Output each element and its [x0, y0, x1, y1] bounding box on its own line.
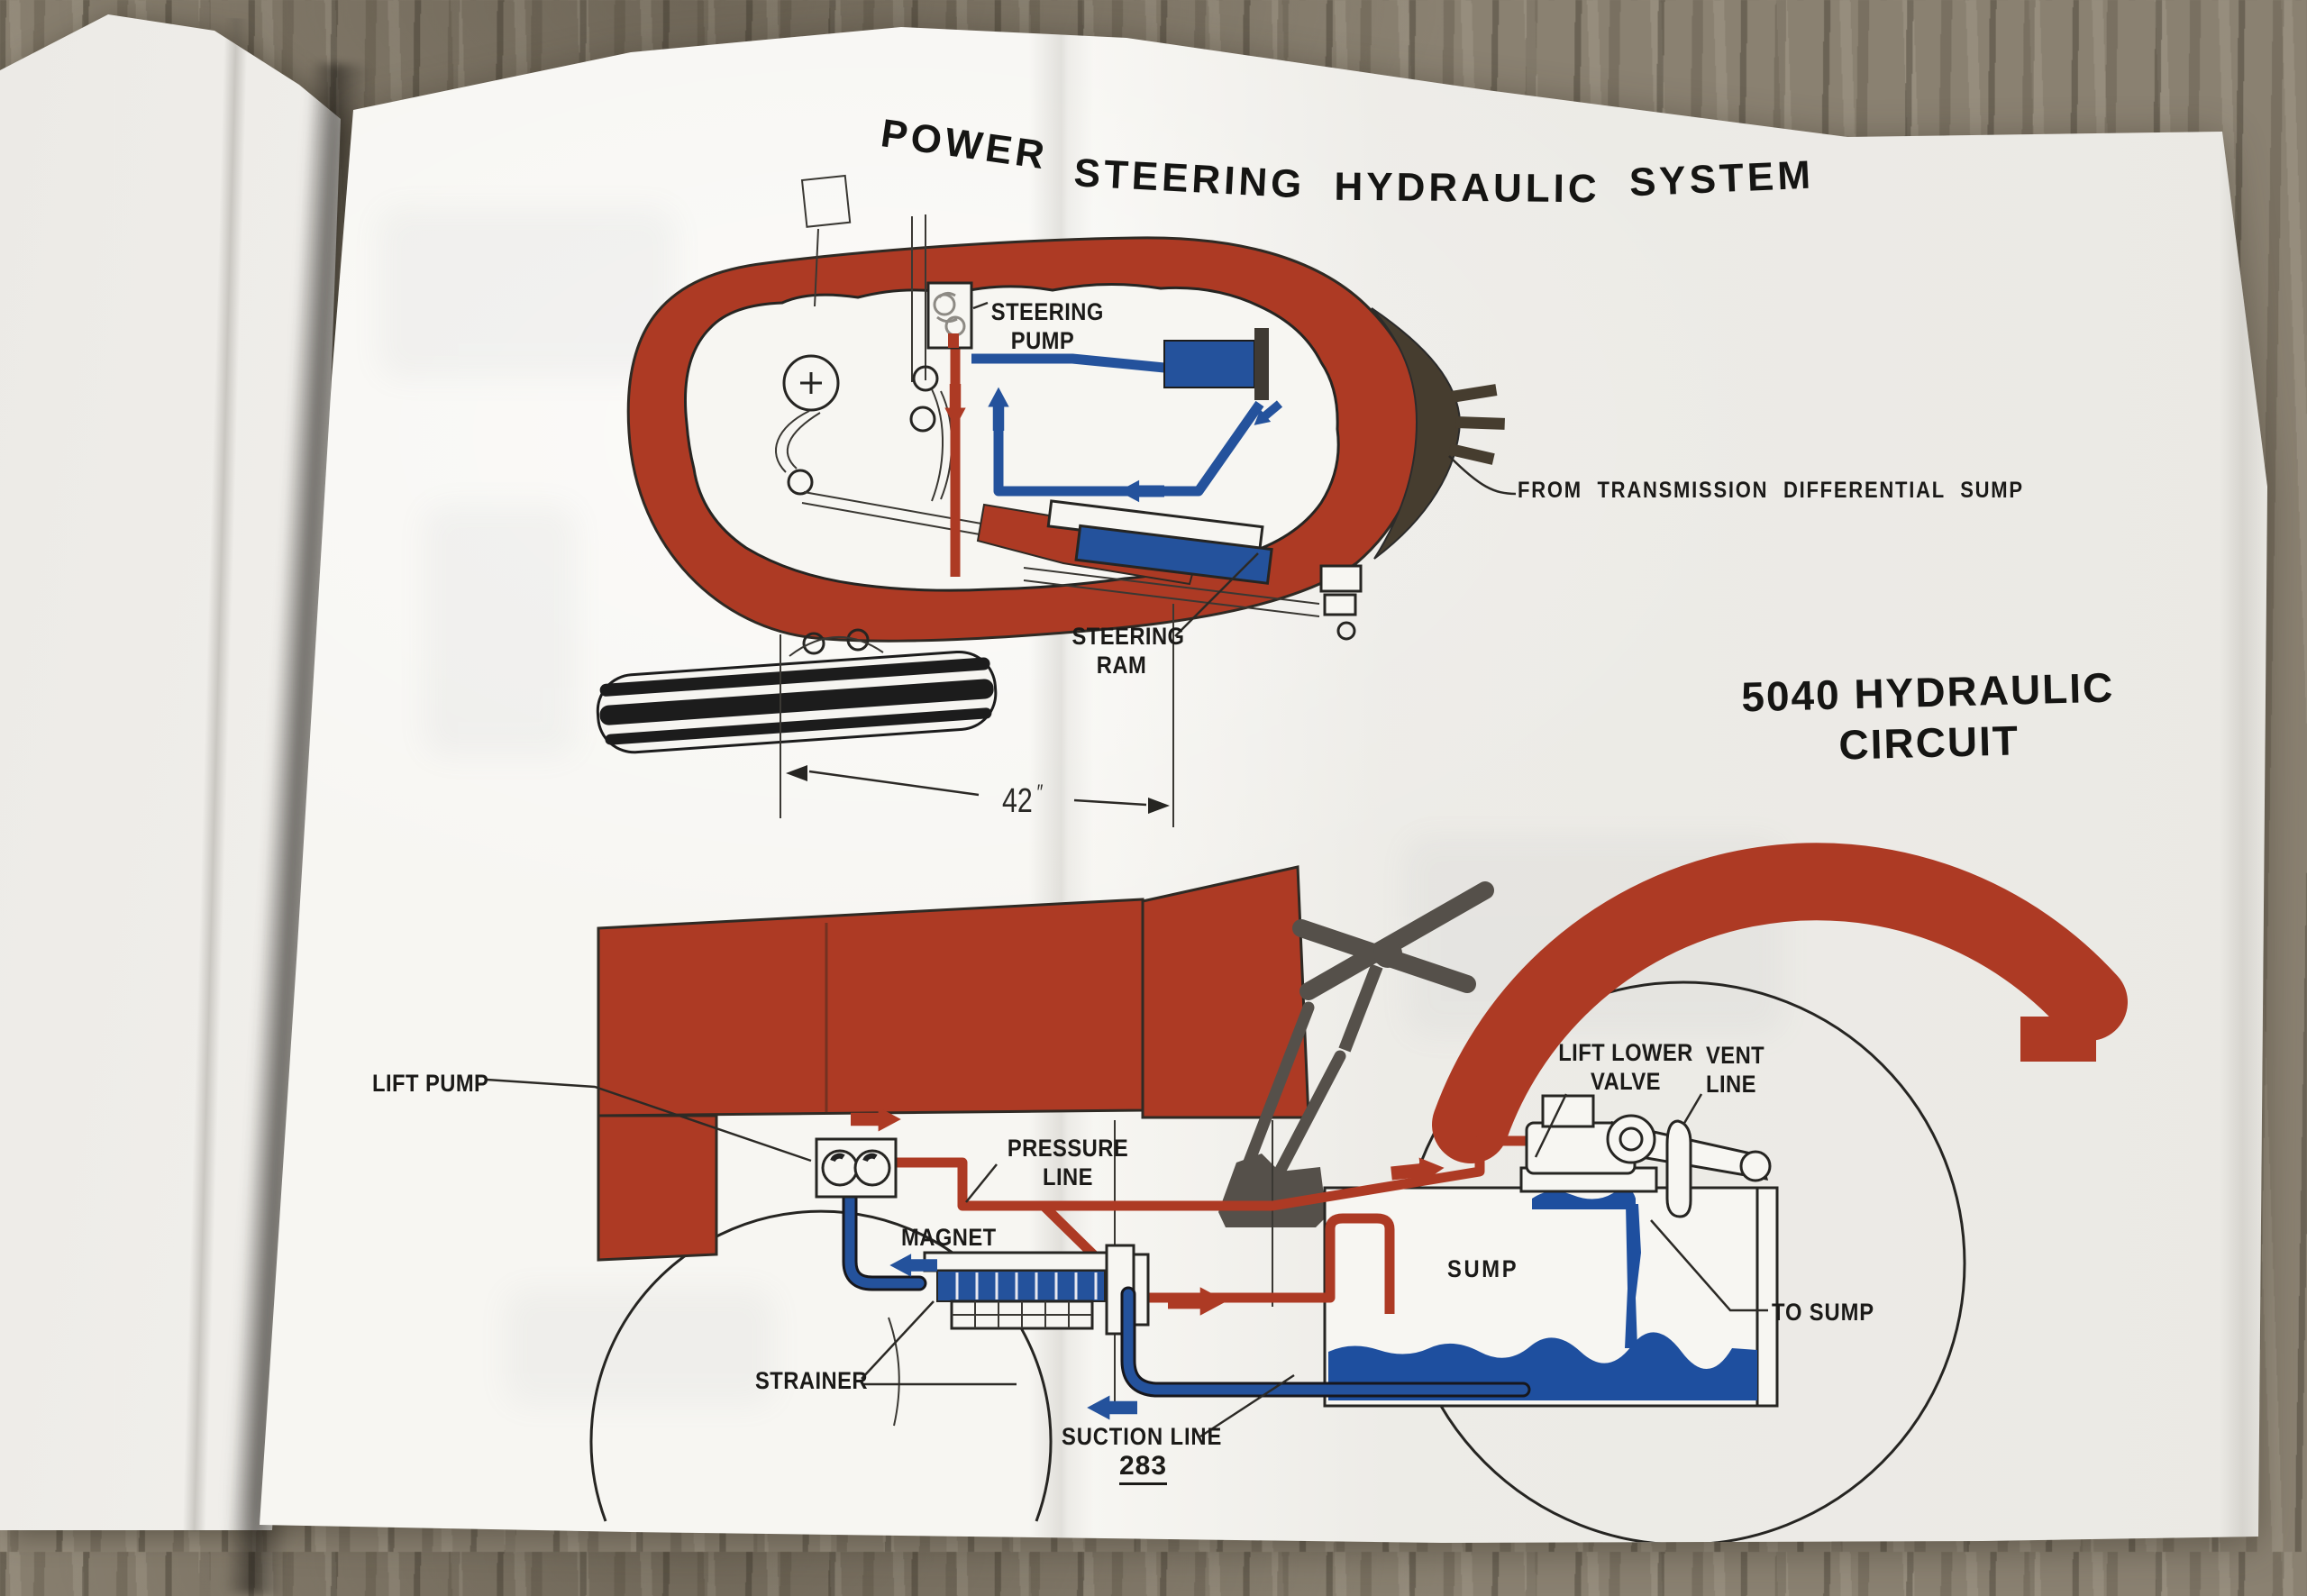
remote-ram-cylinder — [1164, 341, 1254, 388]
dimension-value: 42 — [1002, 782, 1033, 820]
leader-vent-line — [1683, 1094, 1701, 1125]
label-text: PRESSURE — [1005, 1134, 1132, 1163]
front-panel — [598, 1116, 716, 1260]
label-text: VENT — [1706, 1041, 1764, 1070]
flow-arrow-right-icon — [1168, 1287, 1226, 1316]
label-text: LINE — [1005, 1163, 1132, 1191]
remote-ram-endcap — [1254, 328, 1269, 400]
label-text: PUMP — [991, 326, 1094, 355]
ram-fitting — [1321, 566, 1361, 591]
label-text: LINE — [1706, 1070, 1764, 1099]
label-text: STEERING — [991, 297, 1094, 326]
label-sump: SUMP — [1447, 1254, 1518, 1283]
vent-line-tube — [1667, 1121, 1691, 1217]
label-text: RAM — [1072, 651, 1172, 679]
fender-end — [2020, 1017, 2096, 1062]
lift-pump-assembly — [816, 1139, 896, 1197]
ram-fitting — [1325, 595, 1355, 615]
label-text: VALVE — [1555, 1067, 1697, 1096]
leader-pressure-line — [966, 1164, 997, 1202]
label-vent-line: VENT LINE — [1706, 1041, 1764, 1099]
page-title-word: SYSTEM — [1628, 153, 1815, 206]
label-lift-lower-valve: LIFT LOWER VALVE — [1555, 1038, 1697, 1096]
hydraulic-diagrams — [0, 0, 2307, 1552]
dimension-unit: ″ — [1037, 780, 1044, 805]
ram-joint — [1338, 623, 1354, 639]
label-steering-pump: STEERING PUMP — [991, 297, 1094, 355]
label-pressure-line: PRESSURE LINE — [1005, 1134, 1132, 1191]
crescent-prongs — [1448, 384, 1505, 465]
label-lift-pump: LIFT PUMP — [372, 1069, 488, 1098]
label-suction-line: SUCTION LINE — [1062, 1422, 1222, 1451]
label-magnet: MAGNET — [901, 1223, 997, 1252]
power-steering-top-view — [596, 176, 1516, 827]
steering-pump-port — [948, 333, 959, 348]
flow-arrow-left-icon — [1087, 1396, 1137, 1420]
page-number: 283 — [1119, 1451, 1167, 1485]
label-to-sump: TO SUMP — [1772, 1298, 1874, 1327]
wheel-arc-fragment — [889, 1318, 899, 1426]
hood — [598, 899, 1143, 1116]
section-title: 5040 HYDRAULIC CIRCUIT — [1711, 661, 2147, 774]
label-strainer: STRAINER — [755, 1366, 868, 1395]
label-from-transmission-sump: FROM TRANSMISSION DIFFERENTIAL SUMP — [1518, 476, 2024, 505]
label-text: STEERING — [1072, 622, 1172, 651]
strainer-assembly — [925, 1245, 1148, 1334]
front-tire-top-view — [596, 650, 998, 755]
page-title-word: HYDRAULIC — [1334, 165, 1600, 213]
label-text: LIFT LOWER — [1555, 1038, 1697, 1067]
hydraulic-circuit-side-view — [487, 867, 2096, 1545]
dimension-label: 42″ — [1002, 782, 1039, 821]
label-steering-ram: STEERING RAM — [1072, 622, 1172, 679]
steering-wheel — [1301, 890, 1485, 1050]
